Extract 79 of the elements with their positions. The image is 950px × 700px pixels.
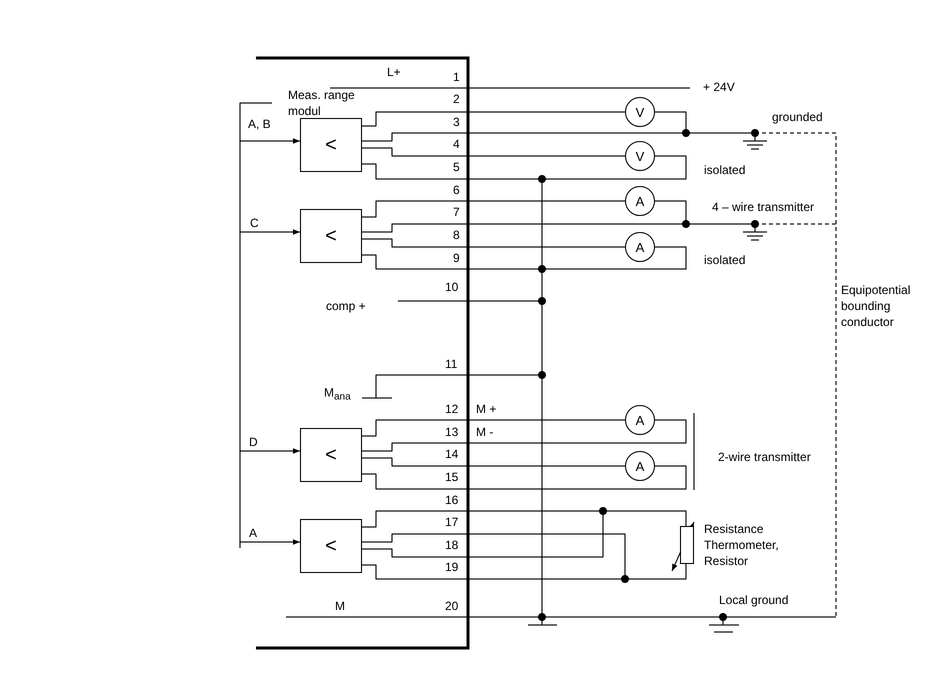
label: M + bbox=[476, 401, 496, 417]
label: L+ bbox=[387, 64, 401, 80]
terminal-number: 15 bbox=[445, 469, 458, 485]
module-box bbox=[300, 209, 362, 263]
node-text: < bbox=[325, 534, 337, 558]
label: Equipotential bounding conductor bbox=[841, 282, 912, 330]
wire bbox=[362, 510, 686, 528]
terminal-number: 14 bbox=[445, 446, 458, 462]
input-arrow bbox=[240, 229, 300, 235]
terminal-number: 5 bbox=[453, 159, 460, 175]
wire bbox=[362, 156, 686, 180]
module-box bbox=[300, 519, 362, 573]
node-text: < bbox=[325, 444, 337, 466]
node-text: A bbox=[636, 240, 644, 254]
terminal-number: 16 bbox=[445, 492, 458, 508]
wire bbox=[362, 246, 686, 270]
module-box bbox=[300, 118, 362, 172]
node-text: < bbox=[325, 224, 337, 248]
meter-circle bbox=[625, 405, 655, 435]
label: Local ground bbox=[719, 592, 788, 608]
meter-circle bbox=[625, 97, 655, 127]
wire bbox=[362, 200, 626, 218]
label: isolated bbox=[704, 162, 746, 178]
label: M$_{ana}$ bbox=[324, 384, 351, 405]
terminal-number: 13 bbox=[445, 424, 458, 440]
wire bbox=[362, 112, 686, 142]
wire bbox=[362, 458, 626, 466]
input-arrow bbox=[240, 539, 300, 545]
label: comp + bbox=[326, 298, 366, 314]
node-caption: Meas. range modul bbox=[288, 87, 356, 119]
label: grounded bbox=[772, 109, 823, 125]
meter-circle bbox=[625, 451, 655, 481]
wire bbox=[362, 564, 686, 580]
node-caption: Resistance Thermometer, Resistor bbox=[704, 521, 780, 569]
wire bbox=[362, 148, 626, 156]
wire bbox=[362, 112, 626, 126]
terminal-number: 4 bbox=[453, 136, 460, 152]
terminal-number: 3 bbox=[453, 114, 460, 130]
terminal-number: 6 bbox=[453, 182, 460, 198]
resistor-symbol bbox=[680, 526, 694, 564]
wire bbox=[362, 420, 626, 436]
module-box bbox=[300, 428, 362, 482]
meter-circle bbox=[625, 232, 655, 262]
terminal-number: 7 bbox=[453, 204, 460, 220]
label: + 24V bbox=[703, 79, 735, 95]
wire bbox=[362, 420, 686, 452]
label: D bbox=[249, 434, 258, 450]
label: 4 – wire transmitter bbox=[712, 199, 814, 215]
terminal-number: 9 bbox=[453, 250, 460, 266]
meter-circle bbox=[625, 186, 655, 216]
node-text: < bbox=[325, 134, 337, 156]
terminal-number: 11 bbox=[445, 356, 458, 372]
label: M - bbox=[476, 424, 494, 440]
wire bbox=[362, 200, 686, 232]
terminal-number: 18 bbox=[445, 537, 458, 553]
meter-circle bbox=[625, 141, 655, 171]
node-text: V bbox=[636, 148, 644, 164]
terminal-number: 12 bbox=[445, 401, 458, 417]
label: C bbox=[250, 215, 259, 231]
node-text: A bbox=[636, 412, 644, 428]
terminal-number: 19 bbox=[445, 559, 458, 575]
wire bbox=[362, 466, 686, 490]
label: M bbox=[335, 598, 345, 614]
label: 2-wire transmitter bbox=[718, 449, 811, 465]
label: A bbox=[249, 525, 258, 541]
terminal-number: 17 bbox=[445, 514, 458, 530]
node-text: V bbox=[636, 104, 644, 120]
terminal-number: 2 bbox=[453, 91, 460, 107]
node-text: A bbox=[636, 458, 644, 474]
wire bbox=[362, 238, 626, 248]
terminal-number: 20 bbox=[445, 598, 458, 614]
terminal-number: 10 bbox=[445, 279, 458, 295]
node-text: A bbox=[636, 194, 644, 208]
input-arrow bbox=[240, 448, 300, 454]
label: isolated bbox=[704, 252, 746, 268]
input-arrow bbox=[240, 138, 300, 144]
terminal-number: 8 bbox=[453, 227, 460, 243]
label: A, B bbox=[248, 116, 271, 132]
terminal-number: 1 bbox=[453, 69, 460, 85]
